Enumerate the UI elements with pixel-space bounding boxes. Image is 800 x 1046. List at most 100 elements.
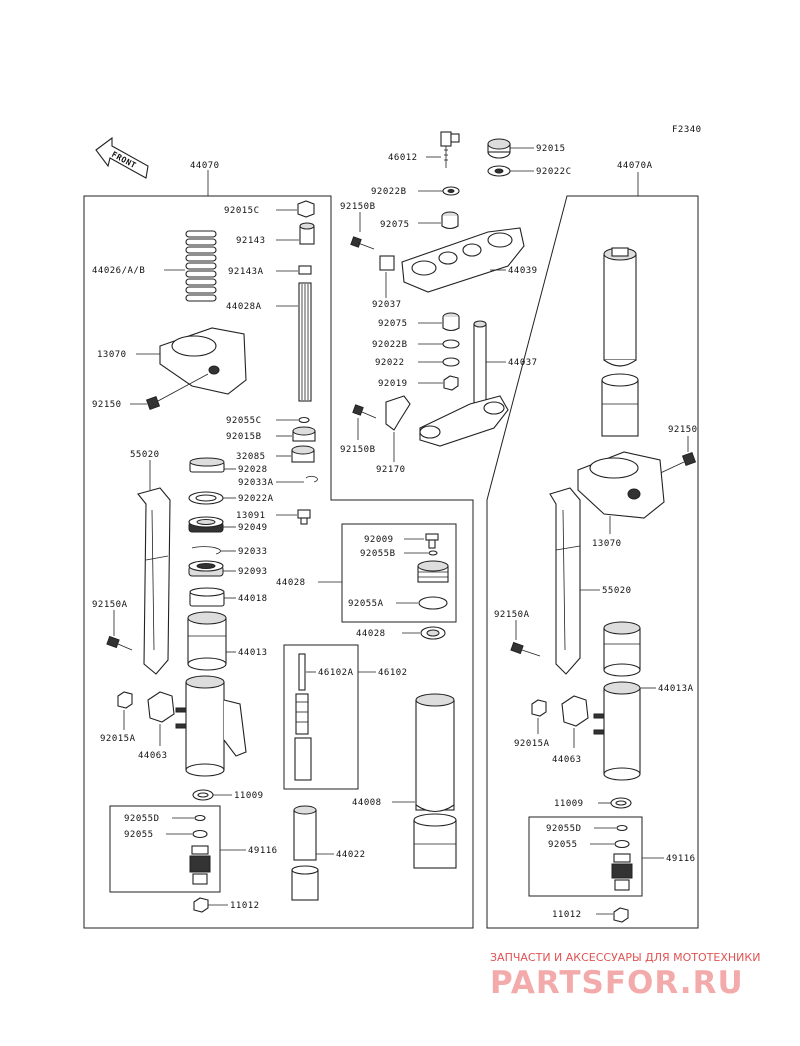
collar-92075-top xyxy=(441,211,459,230)
label-92093: 92093 xyxy=(238,567,268,577)
label-92022A: 92022A xyxy=(238,494,274,504)
label-44028-cap: 44028 xyxy=(356,629,386,639)
label-11009-right: 11009 xyxy=(554,799,584,809)
label-13070-right: 13070 xyxy=(592,539,622,549)
bolt-92150b-top xyxy=(350,236,375,250)
cylinder-44008 xyxy=(413,693,457,869)
bolt-92150a-right xyxy=(510,641,541,657)
label-92150A-right: 92150A xyxy=(494,610,530,620)
nut-92015a-left xyxy=(117,691,133,709)
label-46102: 46102 xyxy=(378,668,408,678)
bolt-13091 xyxy=(297,509,311,525)
nut-92015-top xyxy=(487,138,511,159)
bolt-92150a-left xyxy=(106,635,133,651)
steering-damper-bolt xyxy=(440,131,460,168)
label-13070-left: 13070 xyxy=(97,350,127,360)
label-92019: 92019 xyxy=(378,379,408,389)
label-92055B: 92055B xyxy=(360,549,396,559)
circlip-92033 xyxy=(191,546,221,555)
label-44013A: 44013A xyxy=(658,684,694,694)
label-44037: 44037 xyxy=(508,358,538,368)
label-92049: 92049 xyxy=(238,523,268,533)
circlip-92033a xyxy=(305,475,318,483)
rod-46102a xyxy=(294,653,312,781)
label-92009: 92009 xyxy=(364,535,394,545)
o-ring-92055-right xyxy=(614,839,630,849)
label-92022B-mid: 92022B xyxy=(372,340,408,350)
label-92033: 92033 xyxy=(238,547,268,557)
spring-seat-92143 xyxy=(299,222,315,245)
label-92055D-left: 92055D xyxy=(124,814,160,824)
label-44026: 44026/A/B xyxy=(92,266,145,276)
fork-spring xyxy=(185,230,217,302)
o-ring-92055b xyxy=(428,550,438,556)
label-92055A: 92055A xyxy=(348,599,384,609)
label-44013: 44013 xyxy=(238,648,268,658)
washer-92022c xyxy=(487,165,511,177)
inner-tube-44013 xyxy=(187,611,227,671)
o-ring-92055a xyxy=(418,596,448,610)
left-fork-frame xyxy=(83,195,474,929)
label-13091: 13091 xyxy=(236,511,266,521)
label-92028: 92028 xyxy=(238,465,268,475)
label-44063-left: 44063 xyxy=(138,751,168,761)
label-44028: 44028 xyxy=(276,578,306,588)
label-92022: 92022 xyxy=(375,358,405,368)
collar-92075-mid xyxy=(442,312,460,332)
left-cartridge-subframe xyxy=(109,805,221,893)
label-92143A: 92143A xyxy=(228,267,264,277)
label-92075-top: 92075 xyxy=(380,220,410,230)
figure-code: F2340 xyxy=(672,125,702,135)
label-92170: 92170 xyxy=(376,465,406,475)
piston-32085 xyxy=(291,445,315,463)
fork-guard-55020-left xyxy=(137,487,171,675)
cap-92015c xyxy=(297,200,315,218)
washer-11009-left xyxy=(192,789,214,801)
collar-92143a xyxy=(298,265,312,275)
label-44063-right: 44063 xyxy=(552,755,582,765)
label-44039: 44039 xyxy=(508,266,538,276)
right-fork-frame xyxy=(486,195,699,929)
fork-guard-55020-right xyxy=(549,487,581,675)
washer-92022 xyxy=(442,357,460,367)
bushing-44018 xyxy=(189,587,225,607)
fork-tube-upper-right xyxy=(601,247,639,437)
label-92055-left: 92055 xyxy=(124,830,154,840)
label-92150A-left: 92150A xyxy=(92,600,128,610)
steering-stem-lower-clamp xyxy=(419,320,509,447)
label-11012-right: 11012 xyxy=(552,910,582,920)
sleeve-44022 xyxy=(291,805,319,901)
label-44008: 44008 xyxy=(352,798,382,808)
label-92015A-left: 92015A xyxy=(100,734,136,744)
valve-49116-right xyxy=(611,853,633,891)
label-92150-left: 92150 xyxy=(92,400,122,410)
label-44018: 44018 xyxy=(238,594,268,604)
bolt-92150-left xyxy=(145,373,209,411)
damper-rod-44028a xyxy=(298,282,312,402)
screw-92009 xyxy=(425,533,439,549)
label-92022B-top: 92022B xyxy=(371,187,407,197)
label-92015: 92015 xyxy=(536,144,566,154)
cap-44028 xyxy=(420,626,446,640)
label-92150B-low: 92150B xyxy=(340,445,376,455)
label-32085: 32085 xyxy=(236,452,266,462)
o-ring-92055c xyxy=(298,416,310,424)
watermark-tagline: ЗАПЧАСТИ И АКСЕССУАРЫ ДЛЯ МОТОТЕХНИКИ xyxy=(490,951,760,964)
label-49116-left: 49116 xyxy=(248,846,278,856)
fork-clamp-13070-right xyxy=(577,451,665,519)
bolt-92150b-low xyxy=(352,404,377,419)
label-92033A: 92033A xyxy=(238,478,274,488)
nut-92015a-right xyxy=(531,699,547,717)
axle-clamp-44063-right xyxy=(561,695,589,727)
washer-92022b-top xyxy=(442,186,460,196)
front-arrow: FRONT xyxy=(95,136,149,179)
o-ring-92055d-left xyxy=(194,814,206,822)
label-92055D-right: 92055D xyxy=(546,824,582,834)
seal-92093 xyxy=(188,560,224,577)
label-92143: 92143 xyxy=(236,236,266,246)
label-92150B-top: 92150B xyxy=(340,202,376,212)
label-92075-mid: 92075 xyxy=(378,319,408,329)
washer-11009-right xyxy=(610,797,632,809)
label-92022C: 92022C xyxy=(536,167,572,177)
